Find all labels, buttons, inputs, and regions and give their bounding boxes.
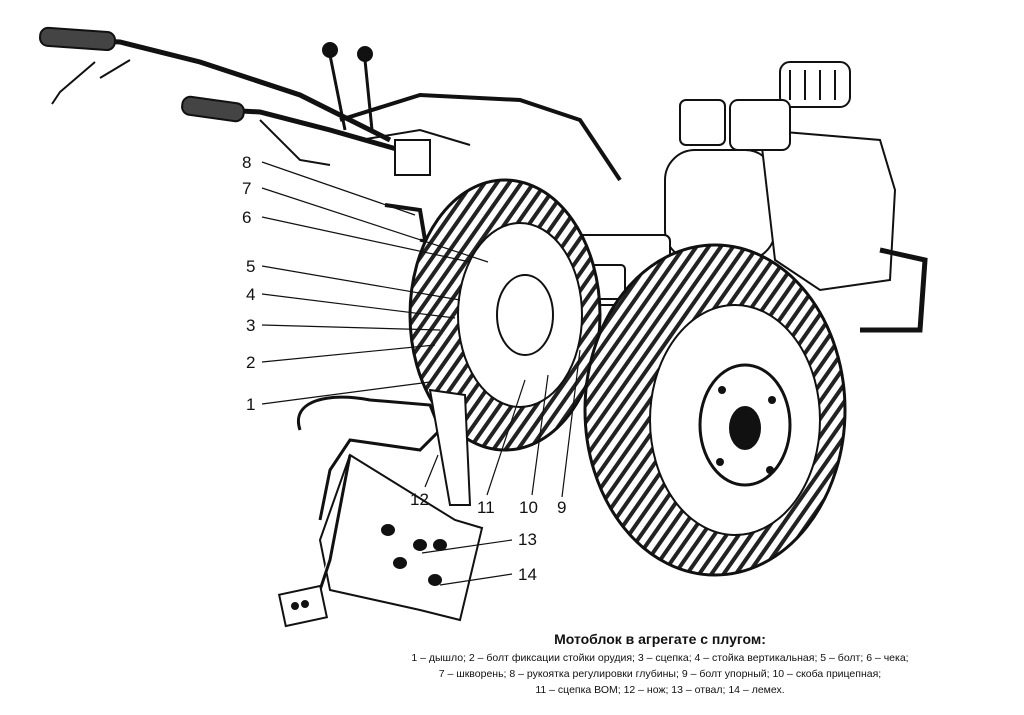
front-wheel xyxy=(583,243,847,577)
callout-6: 6 xyxy=(242,208,251,227)
rear-wheel xyxy=(408,178,602,452)
handlebar-assembly xyxy=(39,26,622,182)
caption-legend-line-3: 11 – сцепка ВОМ; 12 – нож; 13 – отвал; 1… xyxy=(535,684,785,696)
engine-block xyxy=(664,61,928,333)
callout-2: 2 xyxy=(246,353,255,372)
callout-numbers: 1 2 3 4 5 6 7 8 9 10 11 12 13 14 xyxy=(242,153,566,584)
caption-legend-line-2: 7 – шкворень; 8 – рукоятка регулировки г… xyxy=(438,668,882,680)
callout-11: 11 xyxy=(477,498,495,517)
callout-7: 7 xyxy=(242,179,251,198)
callout-1: 1 xyxy=(246,395,255,414)
plough xyxy=(277,388,484,628)
callout-10: 10 xyxy=(519,498,538,517)
callout-3: 3 xyxy=(246,316,255,335)
leader-lines xyxy=(261,161,581,586)
caption-title: Мотоблок в агрегате с плугом: xyxy=(554,631,766,647)
callout-9: 9 xyxy=(557,498,566,517)
callout-12: 12 xyxy=(410,490,429,509)
callout-8: 8 xyxy=(242,153,251,172)
caption-legend-line-1: 1 – дышло; 2 – болт фиксации стойки оруд… xyxy=(411,652,909,664)
callout-4: 4 xyxy=(246,285,255,304)
callout-5: 5 xyxy=(246,257,255,276)
figure-caption: Мотоблок в агрегате с плугом: 1 – дышло;… xyxy=(380,631,940,698)
callout-14: 14 xyxy=(518,565,537,584)
callout-13: 13 xyxy=(518,530,537,549)
